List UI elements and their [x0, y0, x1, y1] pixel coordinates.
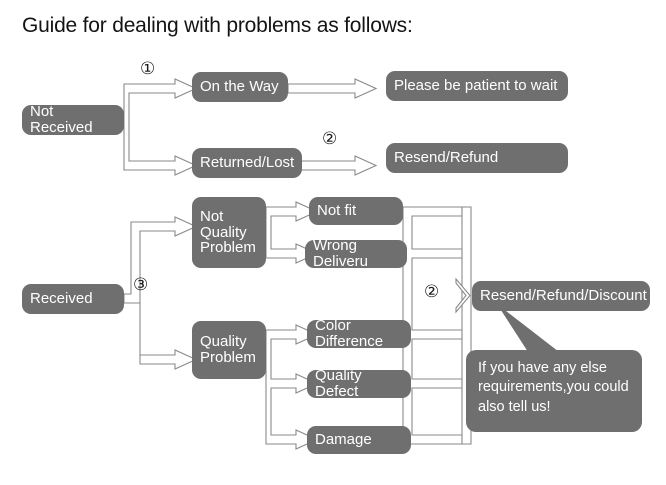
callout-bubble: If you have any else requirements,you co… [466, 350, 642, 432]
chevron-to-final [455, 277, 471, 314]
node-returned-lost[interactable]: Returned/Lost [192, 148, 302, 178]
node-not-quality-problem[interactable]: Not Quality Problem [192, 197, 266, 268]
marker-two-bottom: ② [424, 282, 440, 301]
ribbon-ontheway-to-wait [287, 78, 378, 99]
node-quality-problem[interactable]: Quality Problem [192, 321, 266, 379]
node-wrong-delivery[interactable]: Wrong Deliveru [305, 238, 407, 269]
node-resend-refund[interactable]: Resend/Refund [386, 143, 568, 173]
node-on-the-way[interactable]: On the Way [192, 72, 288, 102]
node-received[interactable]: Received [22, 284, 124, 314]
marker-three: ③ [133, 275, 149, 294]
marker-one: ① [140, 59, 156, 78]
node-color-difference[interactable]: Color Difference [307, 318, 411, 349]
ribbon-received-branch [123, 216, 198, 370]
page-title: Guide for dealing with problems as follo… [22, 14, 413, 37]
node-damage[interactable]: Damage [307, 426, 411, 454]
node-resend-refund-discount[interactable]: Resend/Refund/Discount [472, 281, 650, 311]
marker-two-top: ② [322, 129, 338, 148]
ribbon-notquality-branch [265, 201, 319, 264]
ribbon-not-received-branch [123, 78, 198, 176]
node-not-received[interactable]: Not Received [22, 104, 124, 135]
node-not-fit[interactable]: Not fit [309, 197, 403, 225]
node-please-be-patient[interactable]: Please be patient to wait [386, 71, 568, 101]
ribbon-quality-branch [265, 324, 319, 450]
node-quality-defect[interactable]: Quality Defect [307, 368, 411, 399]
merge-bus-lines [402, 206, 463, 445]
callout-tail [497, 304, 563, 355]
